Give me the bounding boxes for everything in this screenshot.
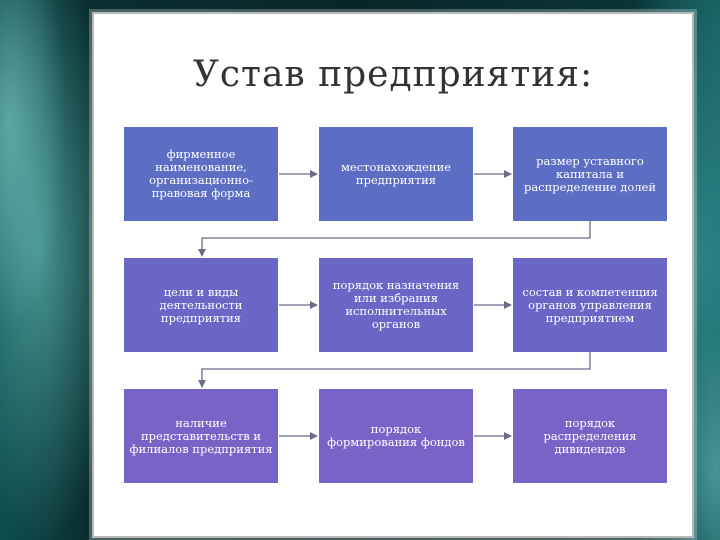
arrow-6-7 (202, 352, 590, 387)
arrow-3-4 (202, 221, 590, 256)
